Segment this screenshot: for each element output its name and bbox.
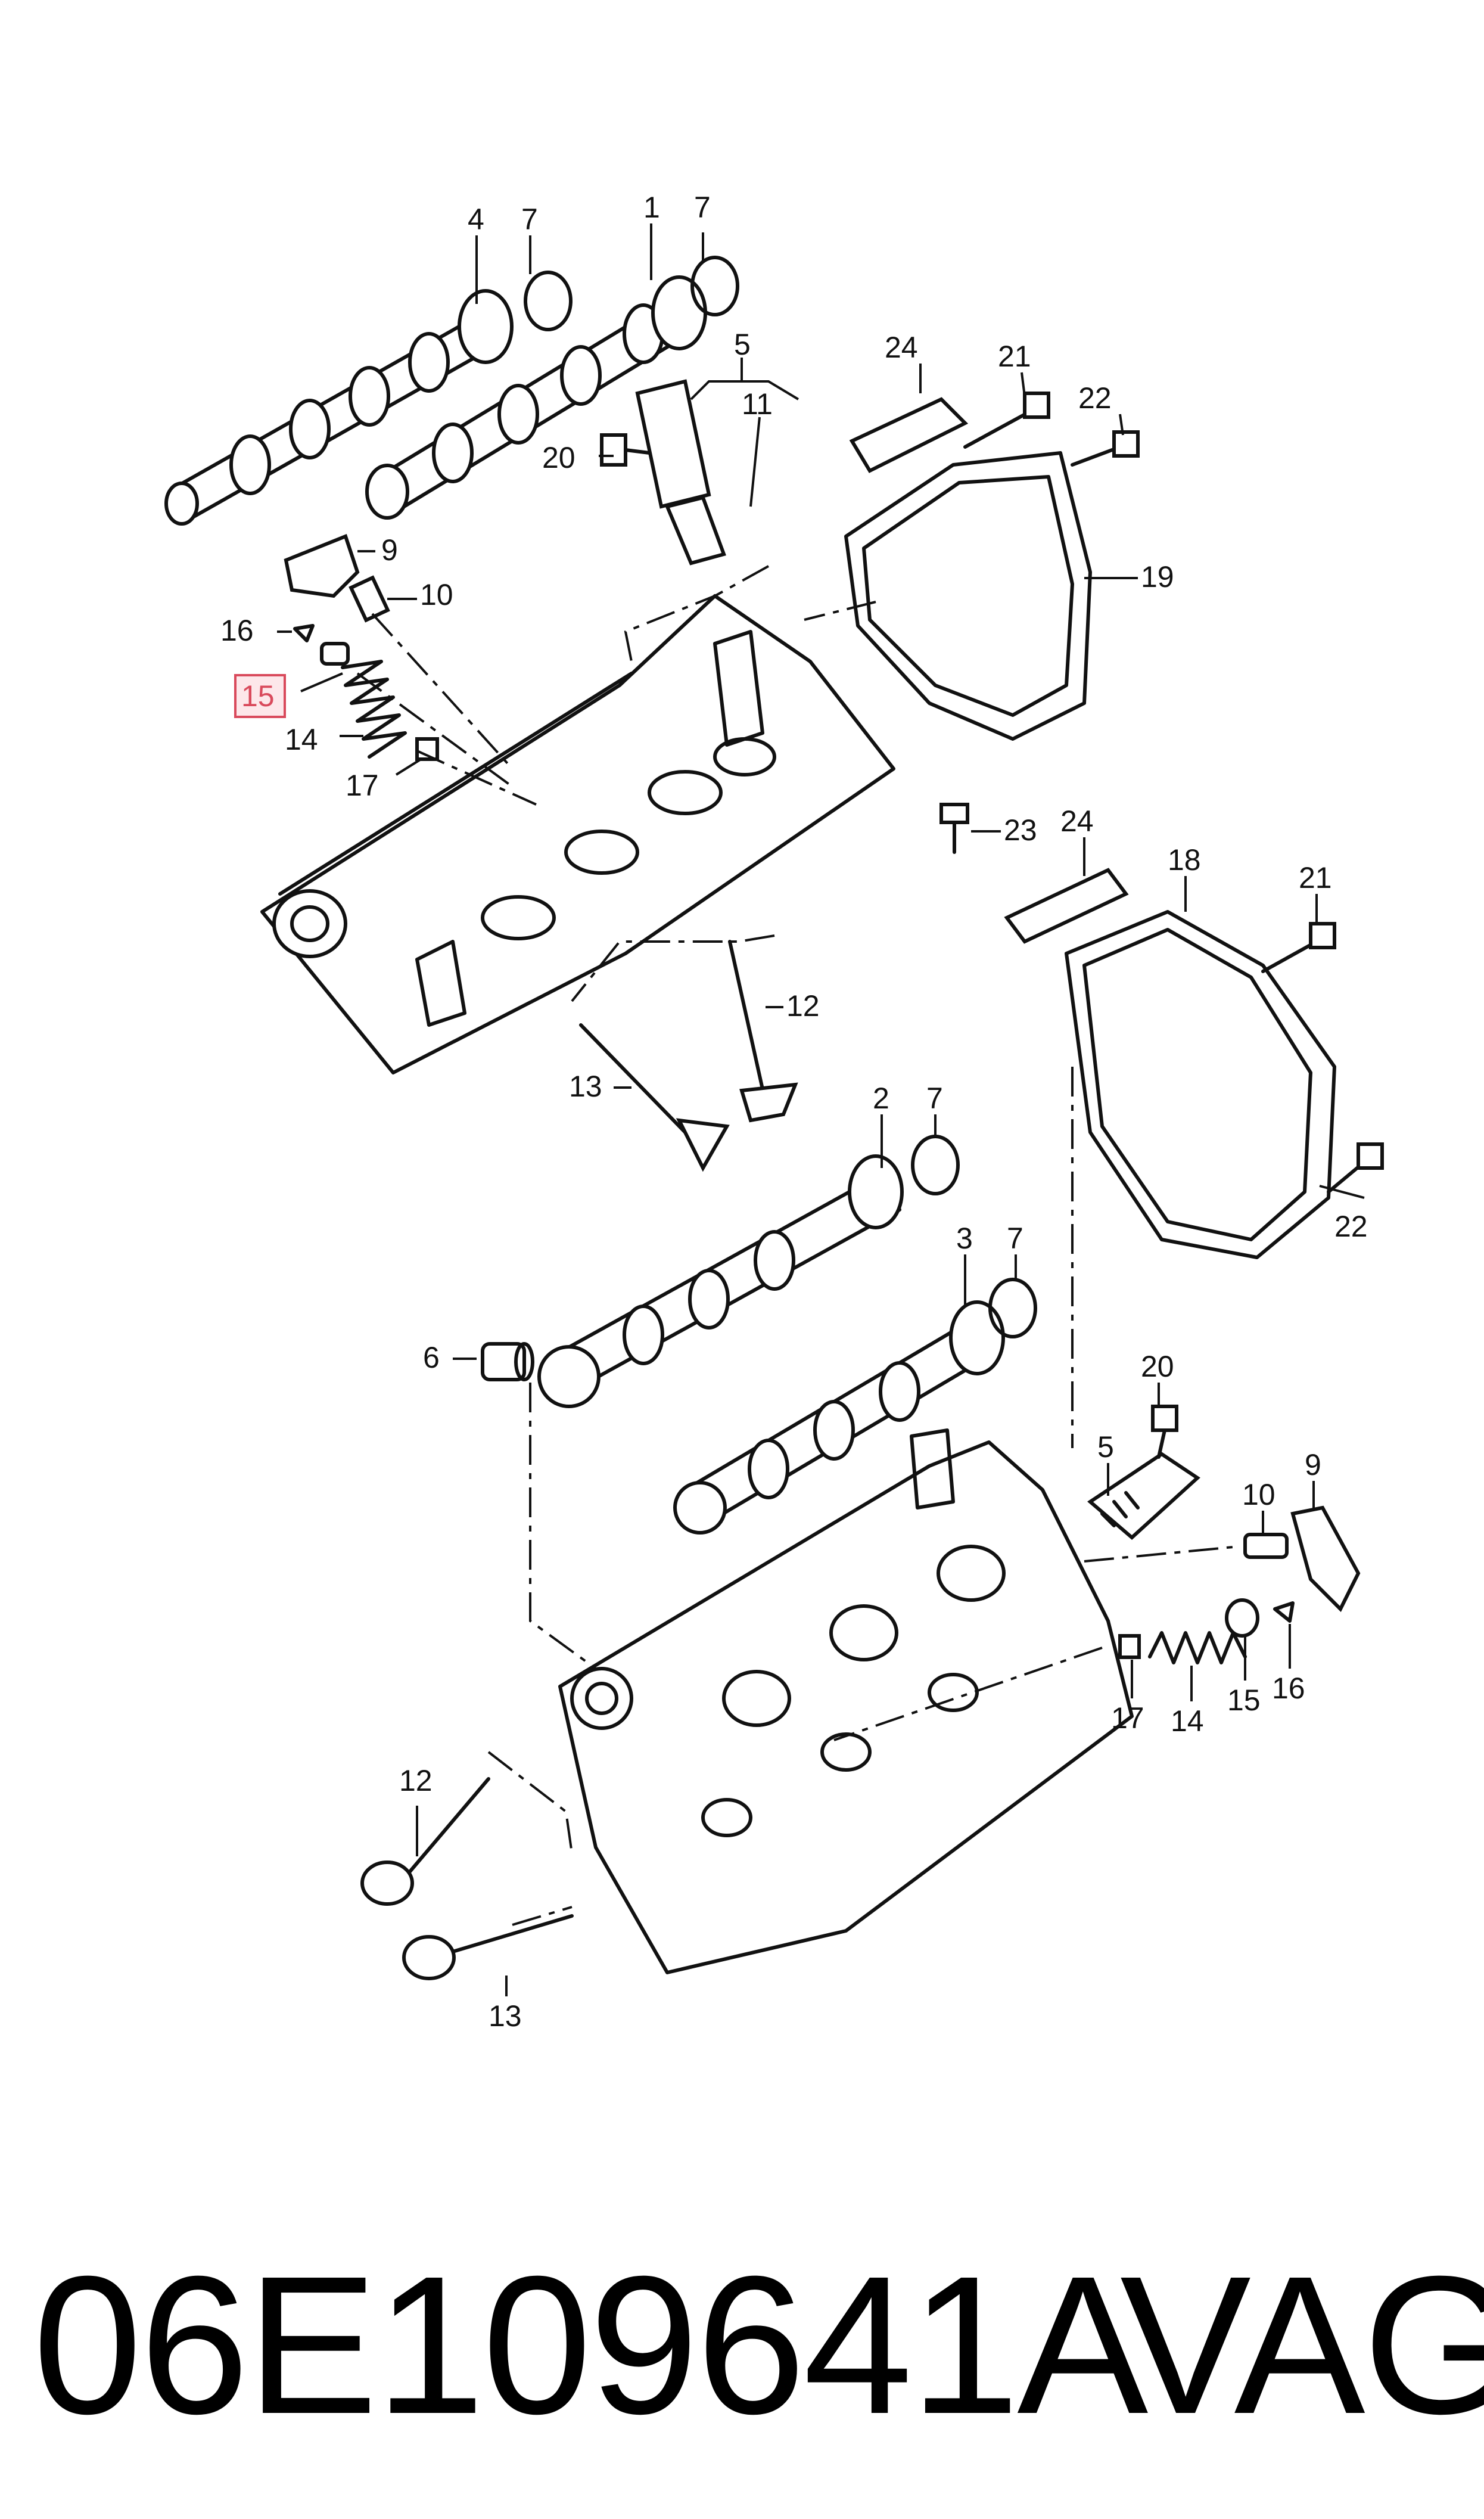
intake-valve-13-upper [579, 1023, 730, 1172]
seal-ring-7a [524, 271, 573, 331]
intake-valve-13-lower [402, 1914, 574, 1980]
sealant-tube-24-lower [1004, 868, 1129, 944]
tappet-10-lower [1243, 1533, 1289, 1559]
callout-15: 15 [241, 679, 275, 713]
callout-6: 6 [423, 1341, 440, 1374]
spring-retainer-15-lower [1225, 1598, 1259, 1638]
callout-13: 13 [489, 1999, 522, 2033]
callout-3: 3 [956, 1222, 973, 1255]
brand-name: VAG [1120, 2235, 1484, 2455]
callout-20: 20 [542, 441, 575, 474]
cylinder-head-cover-18 [1065, 910, 1336, 1259]
valve-spring-14-upper [341, 660, 407, 759]
stem-seal-17-lower [1118, 1634, 1141, 1659]
bolt-23 [939, 803, 969, 854]
callout-23: 23 [1004, 813, 1037, 847]
callout-19: 19 [1141, 560, 1174, 594]
callout-24: 24 [1060, 805, 1094, 838]
camshaft-3 [673, 1300, 1005, 1535]
callout-5: 5 [1097, 1430, 1114, 1464]
bolt-20-lower [1151, 1405, 1178, 1459]
callout-7: 7 [521, 203, 538, 236]
callout-11: 11 [742, 387, 773, 421]
solenoid-valve-5 [635, 379, 726, 566]
callout-21: 21 [1299, 861, 1332, 894]
callout-9: 9 [381, 533, 398, 567]
callout-1: 1 [643, 191, 660, 224]
callout-16: 16 [220, 614, 254, 647]
bolt-20-upper [600, 433, 651, 467]
callout-17: 17 [1111, 1701, 1144, 1735]
camshaft-4 [164, 289, 514, 526]
callout-21: 21 [998, 340, 1031, 373]
callout-22: 22 [1334, 1210, 1368, 1243]
exhaust-valve-12-upper [728, 940, 798, 1123]
callout-12: 12 [786, 989, 820, 1023]
bolt-21-upper [963, 392, 1050, 449]
exhaust-valve-12-lower [360, 1777, 490, 1906]
callout-10: 10 [1242, 1478, 1275, 1511]
callout-22: 22 [1078, 381, 1112, 415]
callout-17: 17 [346, 769, 379, 802]
part-number: 06E109641A [33, 2235, 1148, 2455]
camshaft-1 [365, 275, 707, 520]
spring-retainer-15-upper [320, 642, 350, 666]
callout-9: 9 [1305, 1448, 1321, 1481]
seal-ring-7c [911, 1135, 960, 1195]
callout-14: 14 [285, 723, 318, 756]
tappet-10-upper [349, 575, 390, 623]
camshaft-2 [537, 1154, 904, 1408]
solenoid-valve-5-lower [1087, 1452, 1200, 1540]
rocker-arm-9-upper [284, 534, 360, 598]
valve-spring-14-lower [1148, 1631, 1247, 1664]
sealant-tube-24-upper [849, 397, 969, 473]
bolt-22-lower [1327, 1142, 1384, 1194]
valve-cotter-16-upper [293, 624, 315, 642]
callout-7: 7 [1007, 1222, 1023, 1255]
bearing-shell-6 [481, 1342, 534, 1381]
exploded-parts-diagram: 4 7 1 7 5 11 24 21 22 20 9 10 16 15 14 1… [164, 191, 1384, 2033]
bolt-21-lower [1261, 922, 1336, 973]
callout-20: 20 [1141, 1350, 1174, 1383]
callout-7: 7 [926, 1082, 943, 1115]
callout-12: 12 [399, 1764, 433, 1797]
cylinder-head-upper [260, 594, 895, 1074]
callout-2: 2 [873, 1082, 889, 1115]
valve-cotter-16-lower [1273, 1601, 1295, 1623]
seal-ring-7d [988, 1278, 1037, 1338]
bolt-22-upper [1071, 430, 1140, 467]
callout-14: 14 [1171, 1704, 1204, 1738]
seal-ring-7b [690, 256, 739, 316]
callout-15: 15 [1227, 1684, 1261, 1717]
callout-7: 7 [694, 191, 711, 224]
callout-18: 18 [1168, 843, 1201, 877]
highlighted-callout-box [234, 674, 286, 718]
cylinder-head-cover-19 [844, 451, 1092, 741]
callout-16: 16 [1272, 1672, 1305, 1705]
rocker-arm-9-lower [1290, 1505, 1361, 1613]
cylinder-head-lower [558, 1428, 1134, 1974]
callout-10: 10 [420, 578, 453, 611]
callout-5: 5 [734, 328, 751, 361]
callout-4: 4 [468, 203, 484, 236]
callout-24: 24 [885, 331, 918, 364]
callout-13: 13 [569, 1070, 602, 1103]
